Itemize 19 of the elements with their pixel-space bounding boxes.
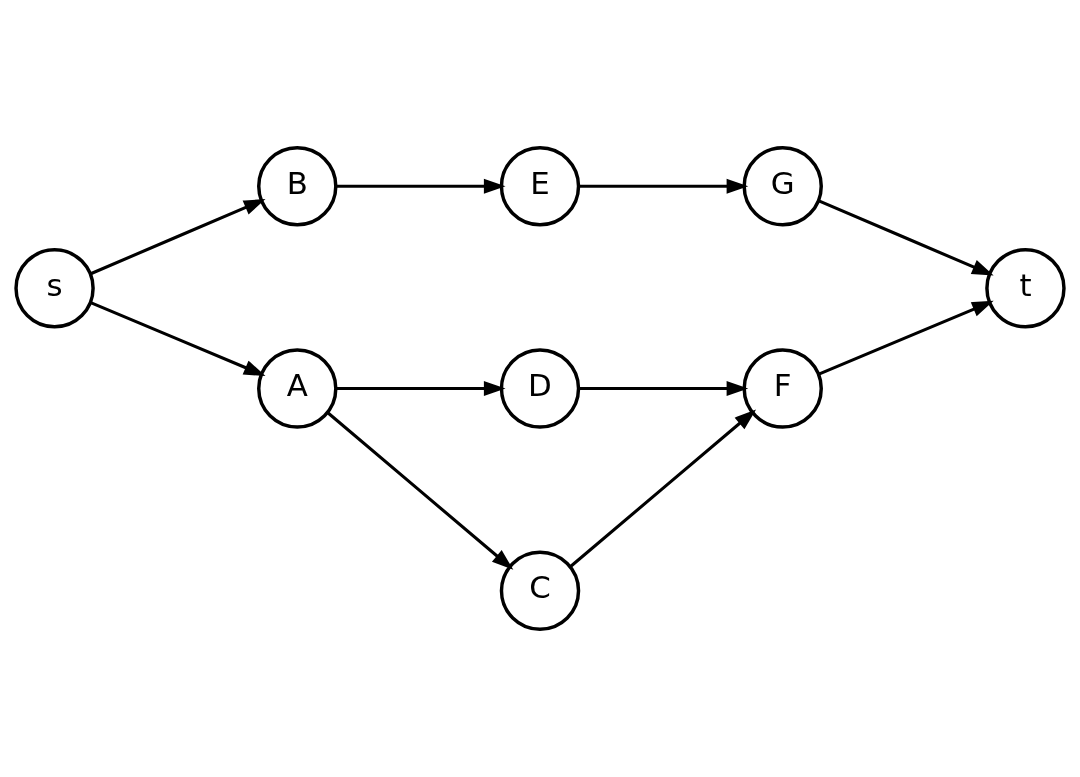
arrow [336,380,506,397]
node-circle: t [985,248,1066,329]
arrow [90,199,266,276]
node-circle: F [742,348,823,429]
node-circle: E [499,145,581,227]
arrow [578,178,749,194]
node-circle: A [257,348,338,429]
arrow [569,409,757,568]
arrow [90,301,266,376]
node-circle: G [742,145,823,227]
arrow [818,199,994,276]
arrow [818,300,994,376]
node-circle: B [257,145,338,227]
node-circle: s [14,248,95,329]
node-circle: D [499,348,581,429]
arrow [326,411,514,570]
arrow [578,380,749,397]
arrow [336,178,506,194]
node-circle: C [499,550,581,632]
